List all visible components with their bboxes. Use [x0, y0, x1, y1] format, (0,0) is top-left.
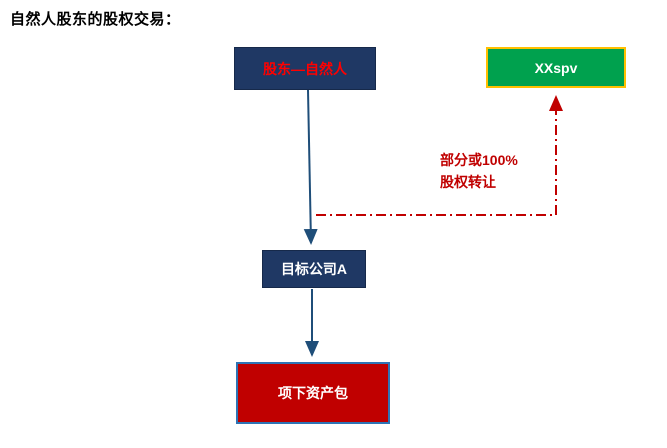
arrow-shareholder-to-target	[303, 89, 318, 245]
box-asset-package: 项下资产包	[236, 362, 390, 424]
box-spv-label: XXspv	[534, 59, 578, 76]
box-shareholder-natural-person: 股东—自然人	[234, 47, 376, 90]
box-target-company: 目标公司A	[262, 250, 366, 288]
equity-transfer-annotation: 部分或100% 股权转让	[440, 150, 560, 193]
page-title: 自然人股东的股权交易：	[10, 11, 181, 28]
equity-transfer-annotation-line1: 部分或100%	[440, 152, 518, 168]
box-spv: XXspv	[486, 47, 626, 88]
box-target-company-label: 目标公司A	[280, 261, 348, 277]
box-asset-package-label: 项下资产包	[278, 385, 348, 401]
equity-transfer-annotation-line2: 股权转让	[440, 173, 496, 190]
box-shareholder-label: 股东—自然人	[263, 60, 347, 77]
